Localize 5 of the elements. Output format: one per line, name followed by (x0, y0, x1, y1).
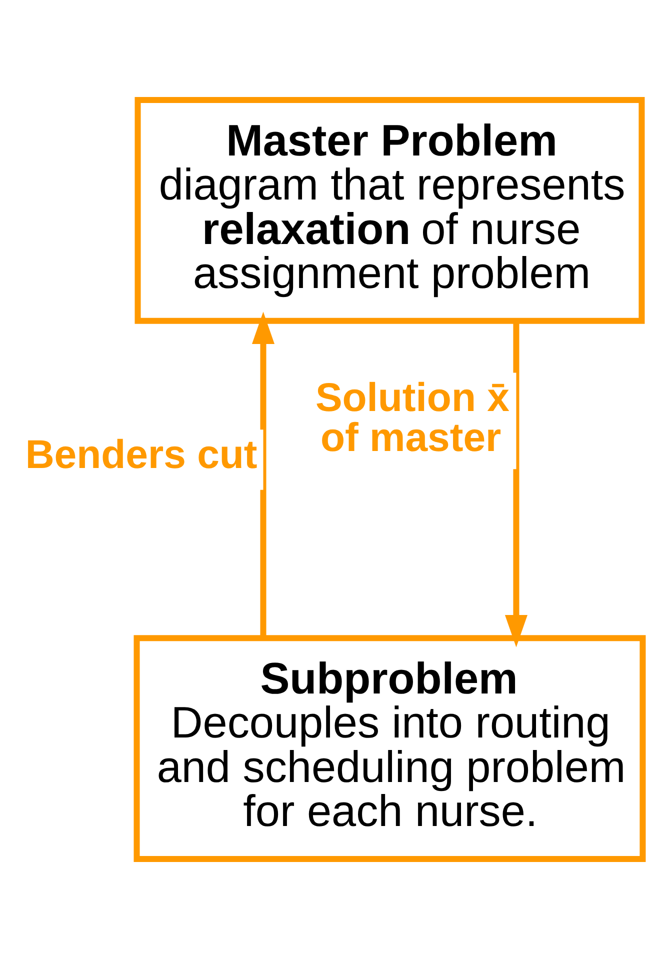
node-box: Master Problem diagram that represents relaxation of nurse assignment problem (134, 96, 645, 324)
arrow (252, 311, 275, 638)
node-box: Subproblem Decouples into routing and scheduling problem for each nurse. (134, 634, 646, 862)
edge-label: Benders cut (25, 431, 258, 476)
edge-label: Solution x̄ of master (315, 374, 510, 460)
